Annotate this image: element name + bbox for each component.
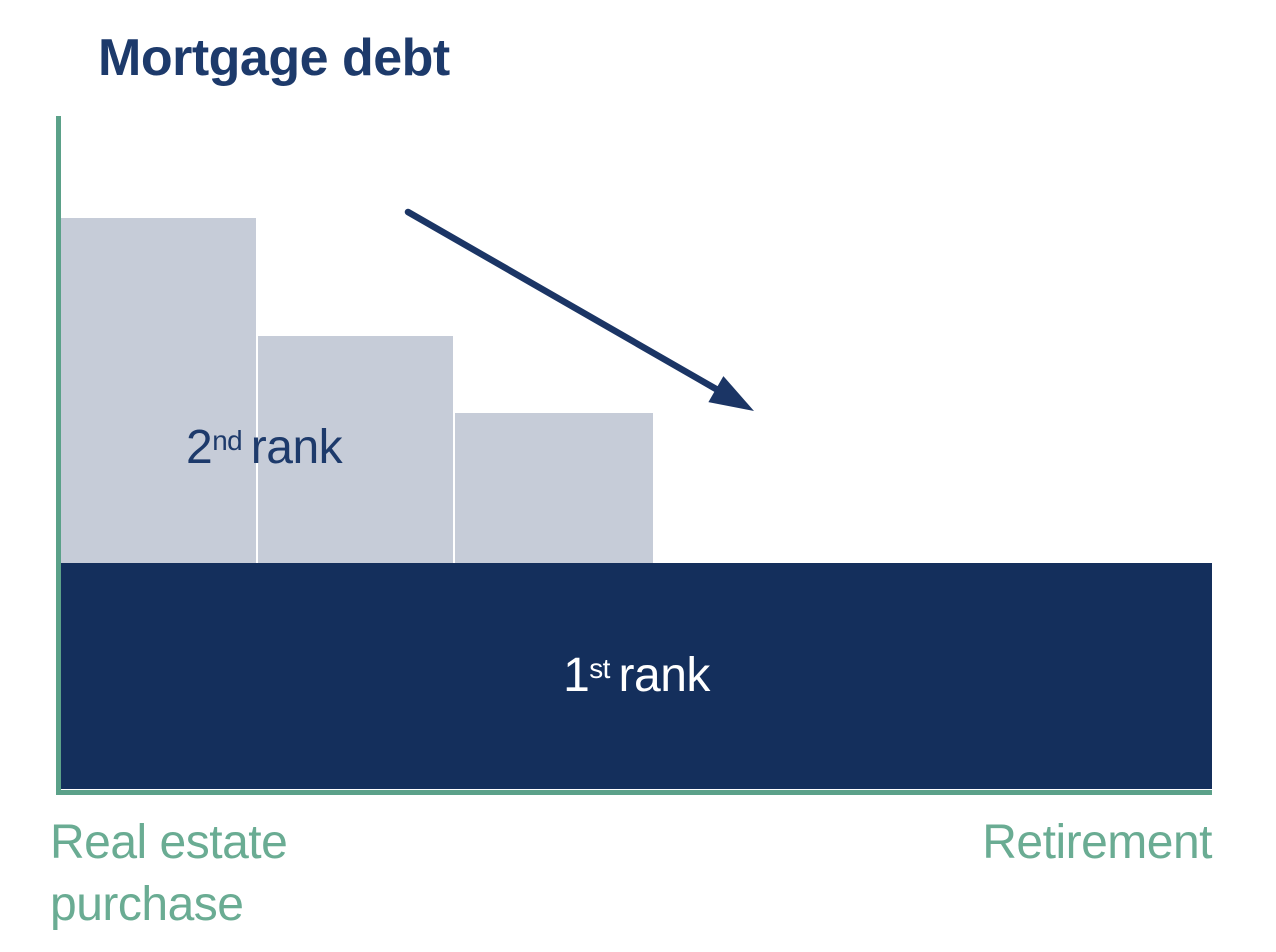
chart-title: Mortgage debt (98, 29, 450, 87)
first-rank-ordinal-suffix: st (589, 653, 610, 685)
x-axis-end-label: Retirement (982, 816, 1212, 869)
second-rank-word: rank (250, 421, 343, 474)
second-rank-number: 2 (186, 421, 213, 474)
x-axis-line (56, 790, 1212, 795)
second-rank-ordinal-suffix: nd (212, 425, 243, 457)
arrow-head-icon (708, 376, 754, 411)
second-rank-step-1 (61, 218, 256, 563)
x-axis-start-label: Real estate purchase (50, 816, 288, 932)
arrow-shaft (404, 208, 720, 393)
second-rank-step-3 (455, 413, 653, 563)
first-rank-word: rank (618, 649, 711, 702)
y-axis-line (56, 116, 61, 795)
first-rank-number: 1 (563, 649, 590, 702)
